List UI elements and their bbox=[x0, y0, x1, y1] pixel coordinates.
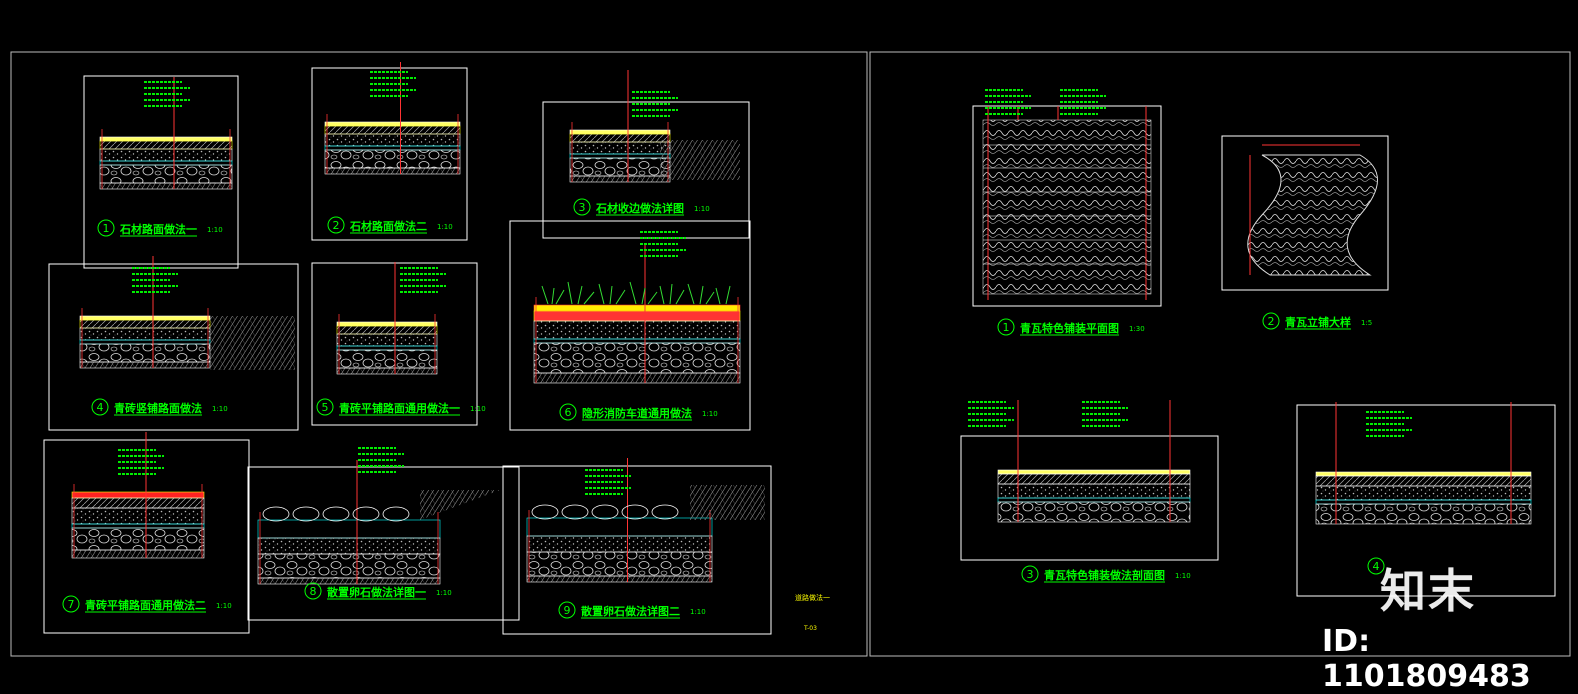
detail-number: 9 bbox=[564, 604, 571, 617]
detail-scale: 1:10 bbox=[702, 410, 718, 418]
detail-number: 3 bbox=[1027, 568, 1034, 581]
detail-scale: 1:10 bbox=[470, 405, 486, 413]
detail-number: 5 bbox=[322, 401, 329, 414]
detail-title: 青砖平铺路面通用做法二 bbox=[85, 598, 206, 612]
sheet2-titles: 1 青瓦特色铺装平面图 1:30 2 青瓦立铺大样 1:5 3 青瓦特色铺装做法剖面图 1:10… bbox=[997, 312, 1385, 583]
section-6 bbox=[533, 245, 741, 384]
detail-number: 4 bbox=[1373, 560, 1380, 573]
section-4 bbox=[79, 256, 211, 369]
s2-section-3 bbox=[997, 400, 1191, 523]
detail-title-8: 8 散置卵石做法详图一 1:10 bbox=[304, 582, 452, 600]
sheet1-titles: 1 石材路面做法一 1:10 2 石材路面做法二 1:10 3 石材收边做法详图 1:10 4 青砖… bbox=[62, 198, 718, 619]
watermark-logo: 知末 bbox=[1380, 564, 1476, 618]
detail-number: 3 bbox=[579, 201, 586, 214]
sheet-frames bbox=[10, 51, 1571, 657]
s2-section-4 bbox=[1315, 402, 1532, 525]
detail-scale: 1:10 bbox=[1175, 572, 1191, 580]
leader-notes bbox=[118, 71, 1412, 495]
detail-title: 散置卵石做法详图二 bbox=[581, 604, 680, 618]
detail-number: 1 bbox=[1003, 321, 1010, 334]
section-7 bbox=[71, 432, 205, 559]
tile-standing-detail bbox=[1247, 144, 1378, 276]
detail-title: 石材收边做法详图 bbox=[595, 201, 684, 215]
detail-title-2: 2 青瓦立铺大样 1:5 bbox=[1262, 312, 1372, 330]
detail-title-5: 5 青砖平铺路面通用做法一 1:10 bbox=[316, 398, 486, 416]
detail-title: 青砖竖铺路面做法 bbox=[114, 401, 202, 415]
detail-title: 隐形消防车道通用做法 bbox=[582, 406, 692, 420]
detail-number: 6 bbox=[565, 406, 572, 419]
detail-scale: 1:30 bbox=[1129, 325, 1145, 333]
detail-title: 青瓦特色铺装做法剖面图 bbox=[1044, 568, 1165, 582]
detail-title: 石材路面做法一 bbox=[119, 222, 197, 236]
sheet-number: T-03 bbox=[803, 625, 817, 632]
detail-title-4: 4 bbox=[1367, 557, 1385, 575]
section-5 bbox=[336, 262, 438, 375]
detail-title-7: 7 青砖平铺路面通用做法二 1:10 bbox=[62, 595, 232, 613]
sheet2-sections bbox=[997, 400, 1532, 525]
tile-paving-plan bbox=[972, 105, 1162, 307]
detail-title-1: 1 石材路面做法一 1:10 bbox=[97, 219, 223, 237]
watermark-id: ID: 1101809483 bbox=[1322, 624, 1531, 694]
sheet-label: 道路做法一 bbox=[795, 593, 830, 602]
detail-title-9: 9 散置卵石做法详图二 1:10 bbox=[558, 601, 706, 619]
section-8 bbox=[257, 460, 441, 585]
detail-title-3: 3 石材收边做法详图 1:10 bbox=[573, 198, 710, 216]
detail-number: 1 bbox=[103, 222, 110, 235]
sheet1-sections bbox=[71, 62, 765, 585]
detail-scale: 1:10 bbox=[437, 223, 453, 231]
detail-title: 石材路面做法二 bbox=[349, 219, 427, 233]
detail-scale: 1:10 bbox=[216, 602, 232, 610]
detail-title: 散置卵石做法详图一 bbox=[327, 585, 426, 599]
detail-title: 青瓦特色铺装平面图 bbox=[1020, 321, 1119, 335]
section-1 bbox=[99, 77, 233, 190]
detail-number: 4 bbox=[97, 401, 104, 414]
detail-scale: 1:10 bbox=[207, 226, 223, 234]
detail-title-3: 3 青瓦特色铺装做法剖面图 1:10 bbox=[1021, 565, 1191, 583]
detail-title-4: 4 青砖竖铺路面做法 1:10 bbox=[91, 398, 228, 416]
detail-scale: 1:5 bbox=[1361, 319, 1372, 327]
grass-plants bbox=[541, 281, 731, 305]
detail-number: 8 bbox=[310, 585, 317, 598]
detail-scale: 1:10 bbox=[690, 608, 706, 616]
detail-scale: 1:10 bbox=[436, 589, 452, 597]
detail-number: 2 bbox=[1268, 315, 1275, 328]
detail-title: 青瓦立铺大样 bbox=[1285, 315, 1351, 329]
detail-number: 7 bbox=[68, 598, 75, 611]
detail-title-1: 1 青瓦特色铺装平面图 1:30 bbox=[997, 318, 1145, 336]
detail-title-2: 2 石材路面做法二 1:10 bbox=[327, 216, 453, 234]
detail-scale: 1:10 bbox=[212, 405, 228, 413]
detail-number: 2 bbox=[333, 219, 340, 232]
detail-title: 青砖平铺路面通用做法一 bbox=[339, 401, 460, 415]
detail-scale: 1:10 bbox=[694, 205, 710, 213]
section-9 bbox=[526, 458, 713, 583]
section-3 bbox=[569, 70, 671, 183]
detail-title-6: 6 隐形消防车道通用做法 1:10 bbox=[559, 403, 718, 421]
section-2 bbox=[324, 62, 461, 175]
